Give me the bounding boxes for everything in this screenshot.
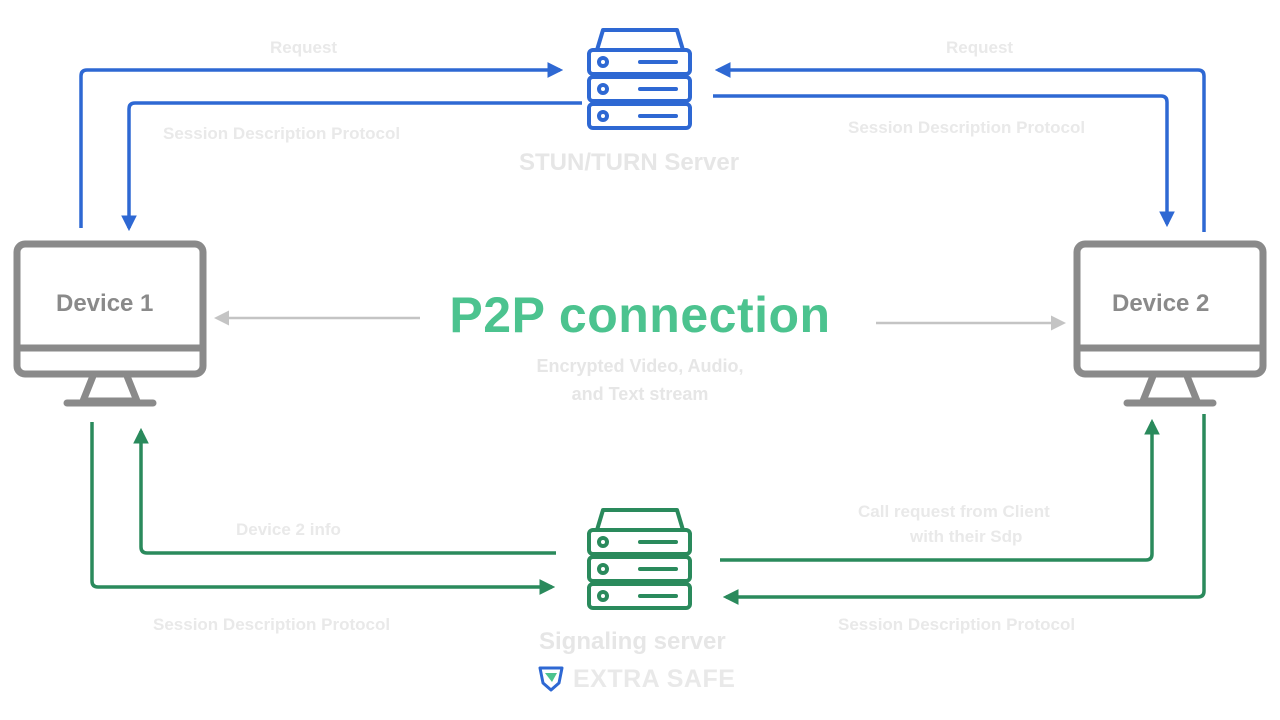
left-request-label: Request	[270, 38, 338, 57]
device-1-monitor-icon	[13, 240, 207, 407]
arrow-signaling-device2-info-to-device1	[133, 427, 556, 555]
device2-info-label: Device 2 info	[236, 520, 341, 539]
arrow-signaling-call-request-to-device2	[720, 418, 1160, 562]
arrow-device2-sdp-to-signaling	[722, 414, 1206, 605]
right-sdp-top-label: Session Description Protocol	[848, 118, 1086, 137]
call-request-label-line2: with their Sdp	[910, 527, 1023, 546]
left-sdp-top-label: Session Description Protocol	[163, 124, 401, 143]
signaling-server-icon	[587, 508, 692, 610]
call-request-label-line1: Call request from Client	[858, 502, 1050, 521]
arrow-stun-sdp-to-device2	[713, 94, 1175, 228]
shield-logo-icon	[538, 666, 564, 692]
signaling-server-label: Signaling server	[539, 628, 726, 655]
arrow-device2-request-to-stun	[714, 62, 1206, 232]
right-request-label: Request	[946, 38, 1014, 57]
p2p-subtitle-line2: and Text stream	[571, 384, 709, 404]
device-2-monitor-icon	[1073, 240, 1267, 407]
p2p-subtitle-line1: Encrypted Video, Audio,	[536, 356, 744, 376]
right-sdp-bottom-label: Session Description Protocol	[838, 615, 1076, 634]
brand-name: EXTRA SAFE	[573, 664, 736, 693]
arrow-device1-request-to-stun	[79, 62, 564, 228]
arrow-stun-sdp-to-device1	[121, 101, 582, 232]
stun-server-icon	[587, 28, 692, 130]
p2p-title: P2P connection	[449, 287, 831, 343]
brand-logo: EXTRA SAFE	[537, 664, 735, 694]
device-2-label: Device 2	[1112, 290, 1210, 317]
stun-server-label: STUN/TURN Server	[519, 149, 740, 176]
device-1-label: Device 1	[56, 290, 154, 317]
arrow-device1-sdp-to-signaling	[90, 422, 556, 595]
left-sdp-bottom-label: Session Description Protocol	[153, 615, 391, 634]
